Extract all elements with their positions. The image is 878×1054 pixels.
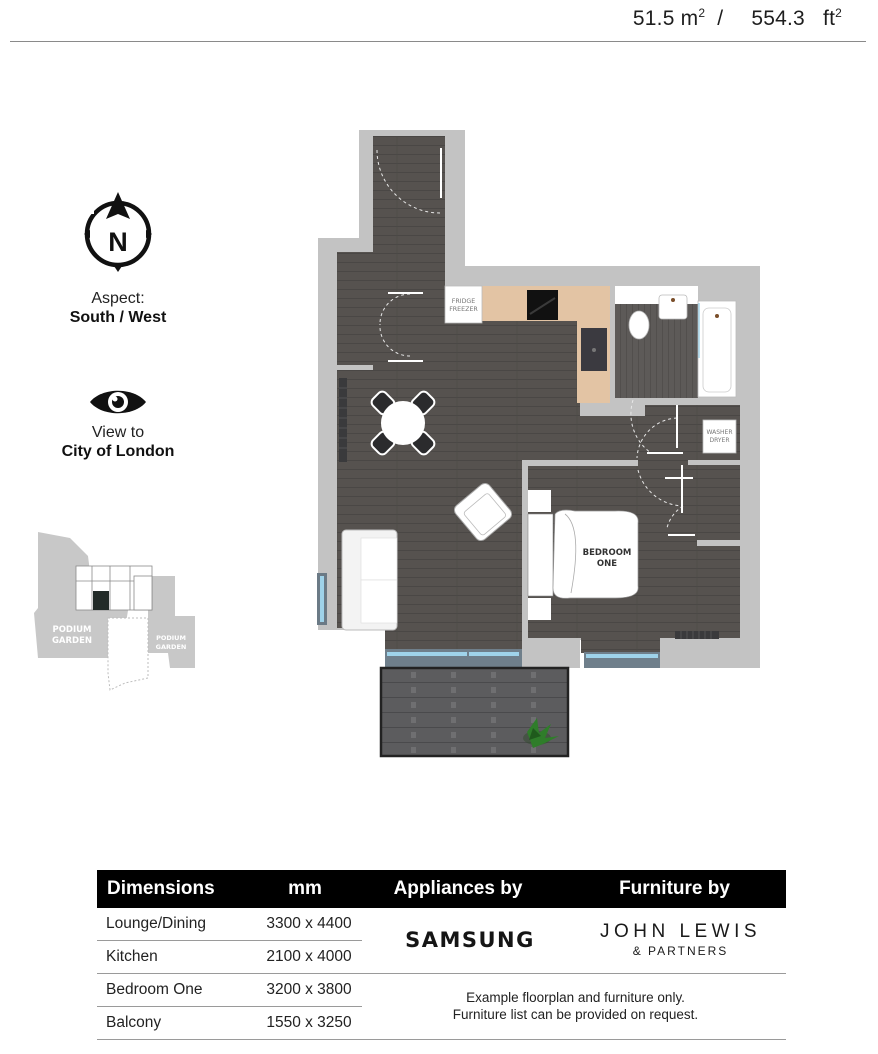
spec-table-header: Dimensions mm Appliances by Furniture by: [97, 870, 786, 908]
svg-text:FRIDGE: FRIDGE: [452, 298, 476, 305]
samsung-logo: SAMSUNG: [405, 928, 535, 952]
view-block: View to City of London: [40, 386, 196, 462]
header-furniture: Furniture by: [619, 878, 730, 899]
header-mm: mm: [288, 878, 322, 899]
eye-icon: [90, 390, 146, 414]
aspect-value: South / West: [69, 309, 167, 326]
table-row: Bedroom One 3200 x 3800: [97, 974, 362, 1007]
balcony-plant: [523, 718, 559, 748]
svg-text:FREEZER: FREEZER: [449, 306, 478, 313]
floor-area: 51.5 m2 / 554.3 ft2: [632, 6, 842, 30]
room-size: 3300 x 4400: [266, 915, 352, 932]
svg-text:BEDROOM: BEDROOM: [583, 548, 632, 558]
aspect-label: Aspect:: [91, 290, 145, 307]
header-appliances: Appliances by: [393, 878, 523, 899]
room-name: Kitchen: [106, 948, 158, 965]
svg-text:PODIUM: PODIUM: [156, 634, 186, 642]
aspect-block: N Aspect: South / West: [40, 190, 196, 328]
view-label: View to: [91, 424, 145, 441]
svg-text:GARDEN: GARDEN: [52, 636, 92, 646]
table-row: Balcony 1550 x 3250: [97, 1007, 786, 1040]
john-lewis-logo: JOHN LEWIS & PARTNERS: [599, 921, 762, 958]
svg-text:WASHER: WASHER: [707, 429, 733, 436]
area-separator: /: [717, 7, 724, 30]
table-row: Kitchen 2100 x 4000: [97, 941, 786, 974]
spec-table: Dimensions mm Appliances by Furniture by…: [97, 870, 786, 1040]
brand-row: SAMSUNG JOHN LEWIS & PARTNERS: [365, 908, 786, 972]
room-name: Balcony: [106, 1014, 162, 1031]
disclaimer-note: Example floorplan and furniture only. Fu…: [452, 990, 699, 1022]
dining-set: [370, 390, 436, 456]
area-metric-value: 51.5: [632, 7, 675, 30]
svg-text:ONE: ONE: [597, 559, 617, 569]
north-compass-icon: N: [84, 192, 152, 272]
svg-text:N: N: [108, 227, 128, 257]
view-value: City of London: [61, 443, 175, 460]
room-size: 3200 x 3800: [266, 981, 352, 998]
svg-text:DRYER: DRYER: [709, 437, 729, 444]
area-imperial-value: 554.3: [751, 7, 805, 30]
table-row: Lounge/Dining 3300 x 4400: [97, 908, 362, 941]
svg-text:PODIUM: PODIUM: [52, 625, 91, 635]
room-size: 2100 x 4000: [266, 948, 352, 965]
room-name: Bedroom One: [106, 981, 203, 998]
header-divider: [10, 41, 866, 42]
header-dimensions: Dimensions: [107, 878, 215, 899]
apartment-floorplan: FRIDGE FREEZER WASHER DRYER: [317, 130, 760, 758]
svg-text:GARDEN: GARDEN: [156, 643, 187, 651]
area-imperial-unit: ft: [823, 7, 836, 30]
room-size: 1550 x 3250: [266, 1014, 352, 1031]
room-name: Lounge/Dining: [106, 915, 206, 932]
area-metric-unit: m: [680, 7, 699, 30]
site-keyplan: PODIUM GARDEN PODIUM GARDEN: [34, 532, 195, 691]
